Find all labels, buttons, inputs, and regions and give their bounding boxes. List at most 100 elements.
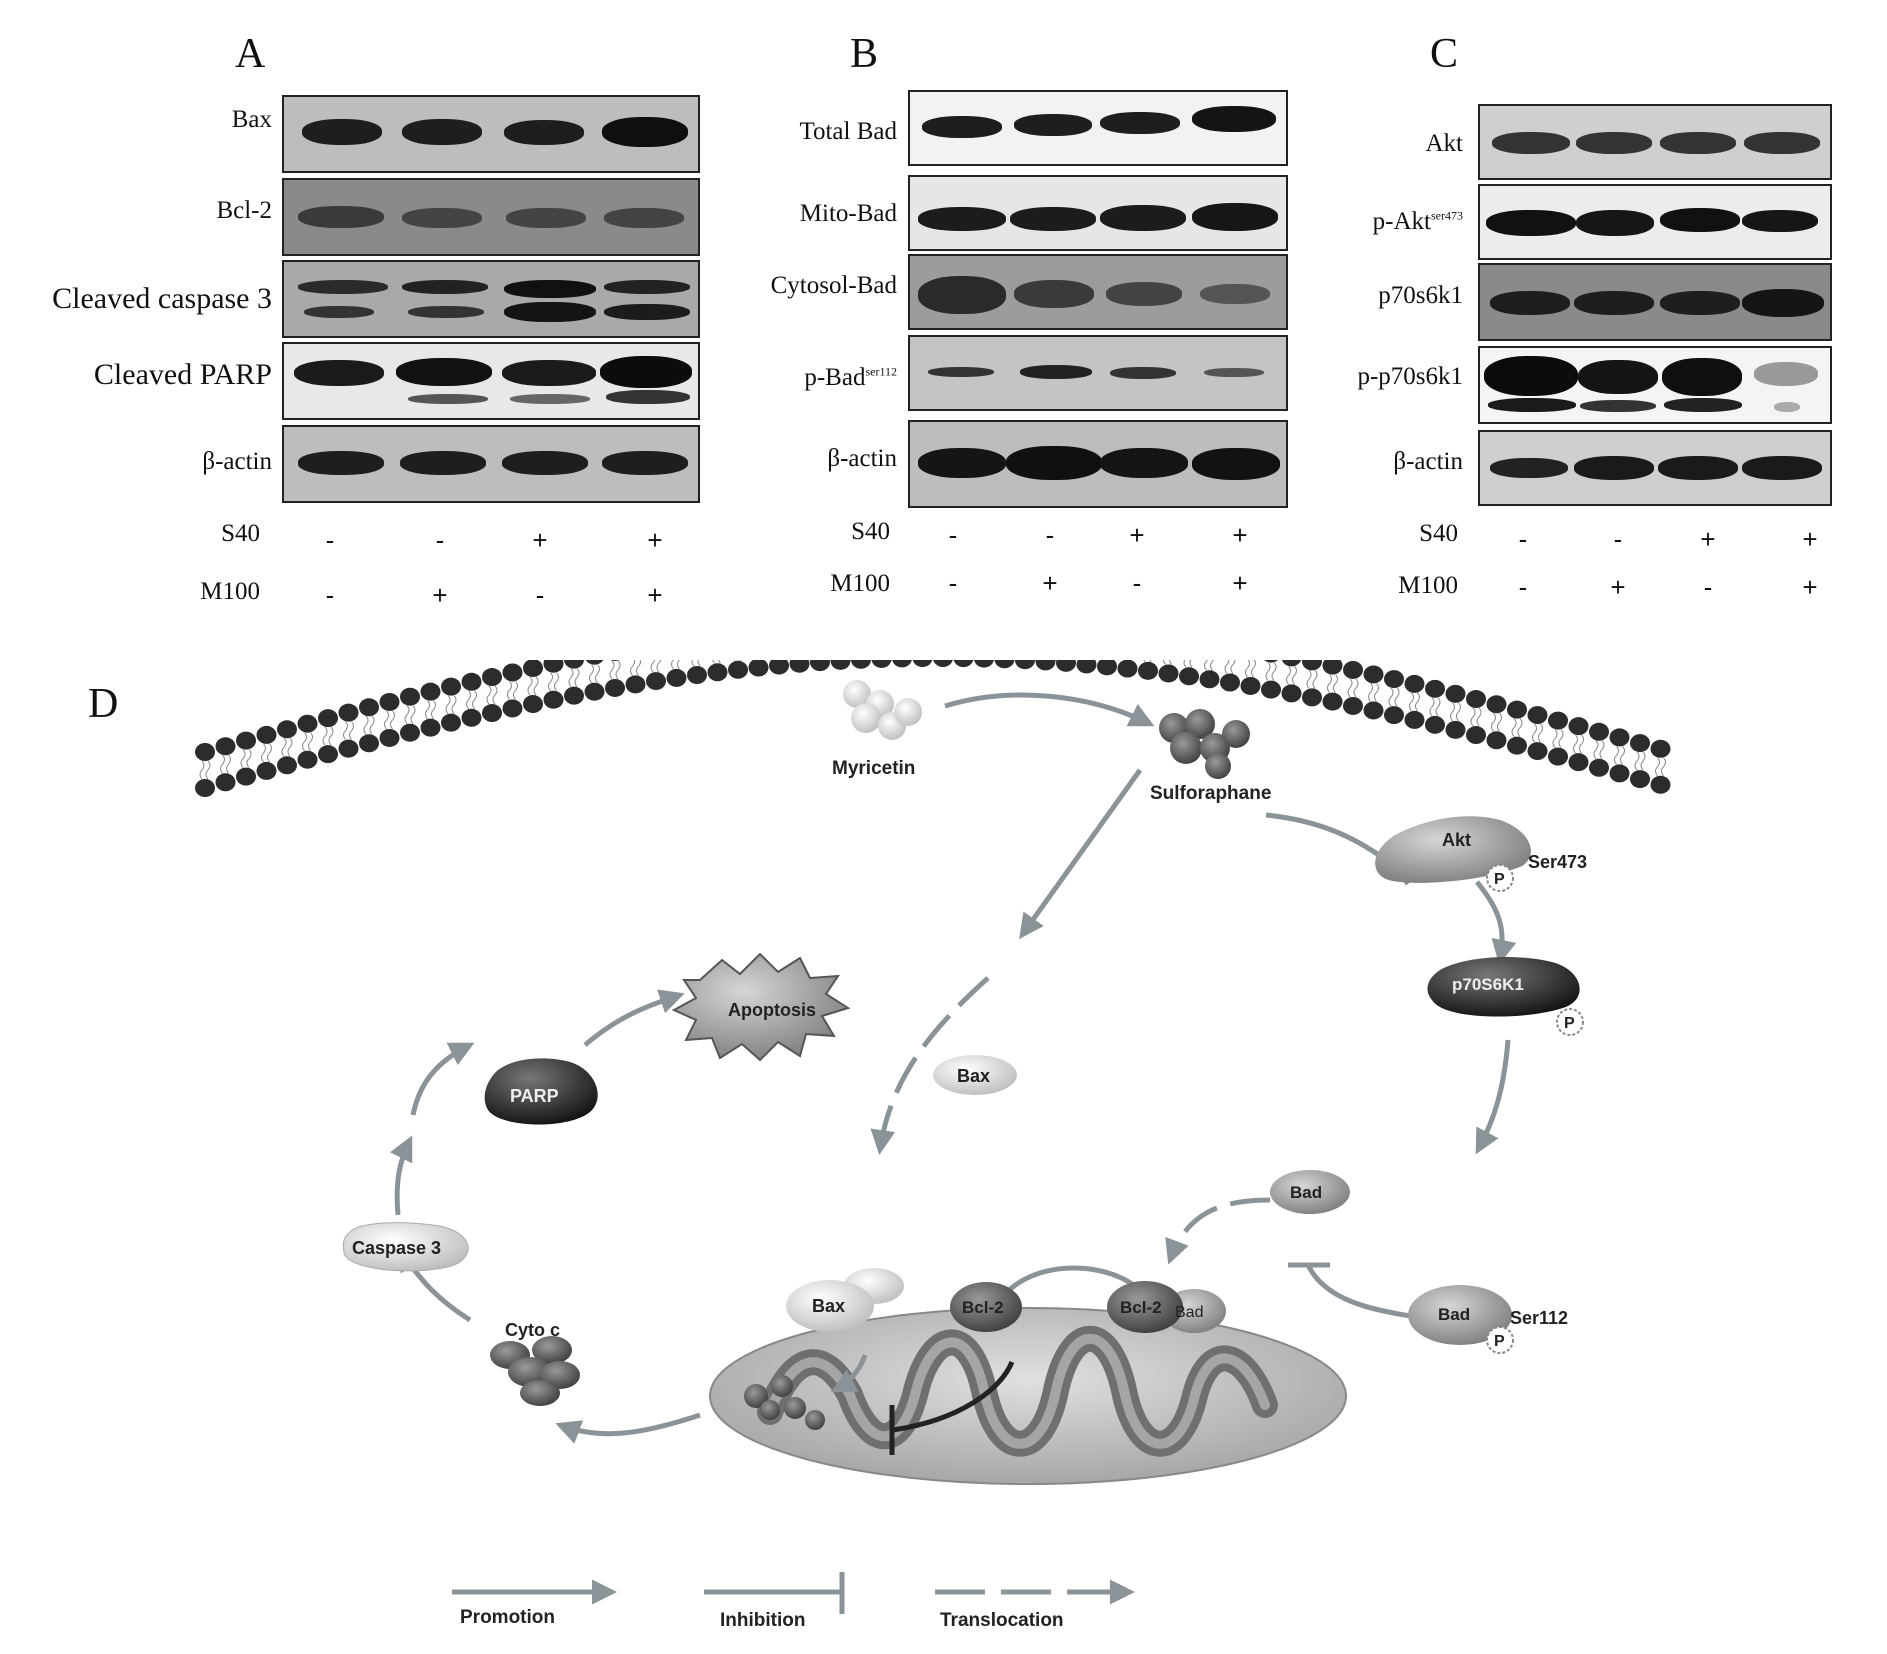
myricetin-molecule (843, 680, 922, 740)
panel-a-row-bcl2: Bcl-2 (216, 197, 272, 224)
lipid-tail (261, 743, 272, 763)
panel-a-label: A (235, 31, 266, 77)
lipid-tail (1306, 670, 1318, 689)
legend-promotion-label: Promotion (460, 1607, 555, 1628)
lipid-head (564, 686, 584, 705)
lipid-head (256, 761, 277, 780)
lipid-head (1650, 739, 1671, 758)
lipid-tail (1450, 702, 1461, 722)
lipid-tail (1204, 660, 1214, 671)
lipid-tail (650, 660, 662, 673)
lipid-head (994, 660, 1015, 669)
lipid-head (1220, 673, 1240, 692)
panel-c-row-beta-actin: β-actin (1393, 448, 1463, 475)
legend-translocation-label: Translocation (940, 1610, 1064, 1631)
lipid-tail (1347, 678, 1359, 698)
panel-a-m100-sign: - (325, 580, 335, 610)
lipid-head (1589, 722, 1609, 741)
lipid-head (1363, 701, 1384, 720)
bad-complex-label: Bad (1175, 1304, 1203, 1321)
lipid-tail (712, 660, 721, 664)
promotion-arrows (389, 692, 1517, 1444)
panel-b-s40-label: S40 (851, 518, 890, 545)
lipid-head (1199, 670, 1220, 689)
lipid-head (1445, 720, 1466, 739)
panel-c-row-p70s6k1: p70s6k1 (1378, 282, 1463, 309)
lipid-head (1384, 706, 1404, 725)
lipid-tail (1409, 692, 1420, 712)
lipid-tail (1327, 674, 1338, 693)
panel-b-row-p-bad: p-Badser112 (804, 364, 897, 391)
p70s6k1-protein (1427, 956, 1580, 1017)
panel-b-row-mito-bad: Mito-Bad (799, 200, 897, 227)
panel-b-s40-sign: - (948, 520, 958, 550)
lipid-head (195, 779, 215, 797)
lipid-head (830, 660, 851, 670)
bcl2-inhibition-line (892, 1360, 1015, 1433)
lipid-head (610, 660, 620, 661)
lipid-head (666, 668, 687, 687)
lipid-head (1527, 706, 1548, 725)
lipid-head (1404, 710, 1425, 729)
bad-protein (1270, 1170, 1350, 1214)
panel-a-row-bax: Bax (231, 106, 272, 133)
lipid-tail (240, 749, 252, 768)
lipid-head (502, 663, 523, 682)
lipid-head (1343, 696, 1363, 715)
lipid-head (523, 660, 543, 678)
bax-mito-protein (786, 1268, 904, 1332)
lipid-head (359, 734, 379, 753)
lipid-head (1425, 679, 1445, 698)
panel-a-s40-sign: + (647, 525, 663, 555)
lipid-tail (322, 726, 334, 746)
lipid-head (912, 660, 933, 668)
phospho-icon: P (1486, 1326, 1514, 1354)
panel-a-row-cleaved-parp: Cleaved PARP (93, 358, 272, 391)
lipid-head (1302, 688, 1322, 707)
panel-c-s40-sign: - (1518, 524, 1528, 554)
lipid-head (1076, 660, 1097, 674)
lipid-tail (1532, 723, 1543, 743)
lipid-head (379, 728, 400, 747)
lipid-head (974, 660, 994, 668)
akt-label: Akt (1442, 830, 1471, 850)
lipid-head (543, 660, 564, 673)
panel-a-s40-sign: + (532, 525, 548, 555)
blot-b-total-bad (908, 90, 1288, 166)
pathway-diagram: Myricetin Sulforaphane Akt P Ser473 p70S… (195, 660, 1671, 1631)
parp-label: PARP (510, 1086, 559, 1106)
lipid-head (1343, 660, 1363, 679)
lipid-tail (589, 664, 600, 684)
lipid-tail (1224, 660, 1236, 674)
lipid-head (256, 725, 277, 744)
lipid-tail (425, 700, 436, 719)
bcl2-label: Bcl-2 (962, 1298, 1004, 1317)
lipid-head (1466, 690, 1486, 709)
lipid-tail (1614, 746, 1625, 765)
lipid-tail (548, 672, 559, 692)
lipid-tail (630, 660, 641, 676)
lipid-head (933, 660, 953, 668)
svg-text:P: P (1494, 871, 1505, 888)
lipid-head (1302, 660, 1322, 671)
lipid-tail (1573, 734, 1584, 754)
lipid-head (338, 739, 359, 758)
lipid-head (482, 668, 502, 687)
panel-c-m100-sign: + (1802, 572, 1818, 602)
bad-phospho-label: Bad (1438, 1305, 1470, 1324)
lipid-tail (568, 668, 580, 687)
lipid-head (1568, 753, 1589, 772)
lipid-head (789, 660, 810, 673)
lipid-head (1097, 660, 1117, 676)
panel-b-m100-label: M100 (830, 570, 890, 597)
lipid-head (1609, 728, 1630, 747)
blot-b-p-bad (908, 335, 1288, 411)
lipid-head (461, 672, 482, 691)
cell-membrane (195, 660, 1671, 797)
lipid-head (236, 767, 256, 786)
lipid-tail (527, 676, 539, 696)
lipid-head (728, 660, 748, 679)
apoptosis-burst (671, 952, 851, 1062)
lipid-head (1466, 726, 1486, 745)
blot-c-akt (1478, 104, 1832, 180)
